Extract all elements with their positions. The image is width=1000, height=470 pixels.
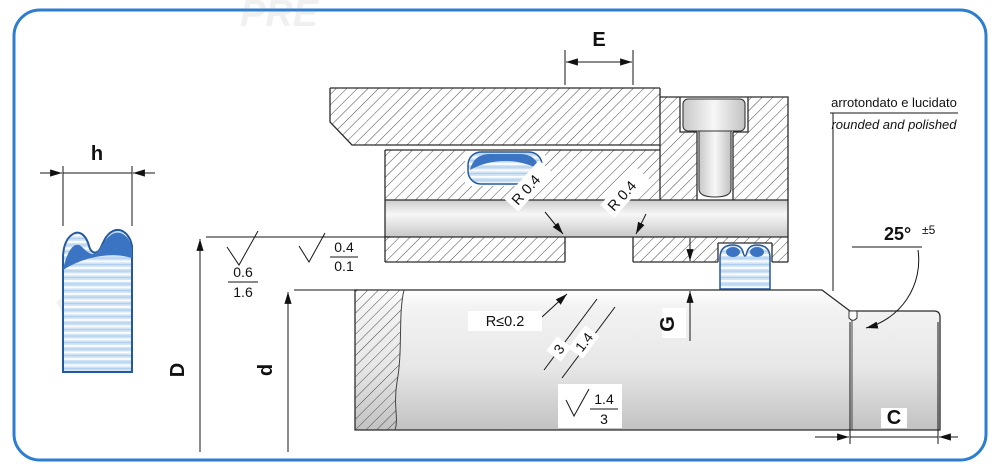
surface-finish-icon [298,232,326,263]
housing-top-block [330,88,660,145]
angle-label: 25° [884,224,911,244]
dim-e: E [564,29,634,85]
locating-pin [682,98,746,198]
leadin-stacked-upper: 1.4 [594,391,614,407]
finish-note-english: rounded and polished [831,117,957,132]
dim-d-big-label: D [167,363,189,377]
dim-d-small: d [255,289,358,452]
dim-h-label: h [91,143,103,165]
watermark-text: PRE [240,0,320,35]
rod [354,289,941,431]
static-seal-cap [470,153,540,170]
pin-shaft [698,130,732,198]
roughness-groove-upper: 0.4 [334,239,354,255]
roughness-groove-lower: 0.1 [334,258,354,274]
dim-c: C [815,322,958,444]
rod-break-line [394,289,405,431]
dim-d-small-label: d [255,364,277,376]
rod-break-section [355,290,404,430]
rod-relief-groove [848,310,858,321]
wiper-seal [719,244,771,290]
main-seal-groove [565,237,633,262]
housing-section [329,87,789,263]
wiper-seal-bump [726,247,740,257]
dim-angle: 25° ±5 [852,223,936,329]
roughness-bore-lower: 1.6 [233,284,253,300]
callout-leadin-stacked: 1.4 3 [558,384,622,428]
finish-note: arrotondato e lucidato rounded and polis… [830,95,958,291]
finish-note-italian: arrotondato e lucidato [831,95,957,110]
seal-lip-dark [63,232,132,270]
dim-c-label: C [887,407,901,429]
seal-body [62,229,133,373]
callout-leadin-rotated: 3 1.4 [543,298,616,379]
housing-outlines [329,87,789,263]
r-max-label: R≤0.2 [486,314,525,330]
wiper-seal-bump [750,247,764,257]
bore-sleeve-band [385,200,788,237]
surface-finish-icon [226,230,259,266]
dim-g: G [657,238,694,341]
seals [62,151,771,373]
callout-r-max: R≤0.2 [468,293,568,331]
callout-roughness-bore: 0.6 1.6 [226,230,259,300]
angle-tolerance-label: ±5 [922,223,936,237]
dim-h: h [40,143,155,226]
pin-head [682,98,746,132]
chamfer-finish-icon [565,388,590,418]
dim-d-big: D [167,236,390,452]
leadin-stacked-lower: 3 [600,411,608,427]
seal-cross-section-profile [62,229,133,373]
dim-g-label: G [657,316,679,332]
roughness-bore-upper: 0.6 [233,264,253,280]
callout-roughness-groove: 0.4 0.1 [298,232,358,274]
dim-e-label: E [592,29,605,51]
